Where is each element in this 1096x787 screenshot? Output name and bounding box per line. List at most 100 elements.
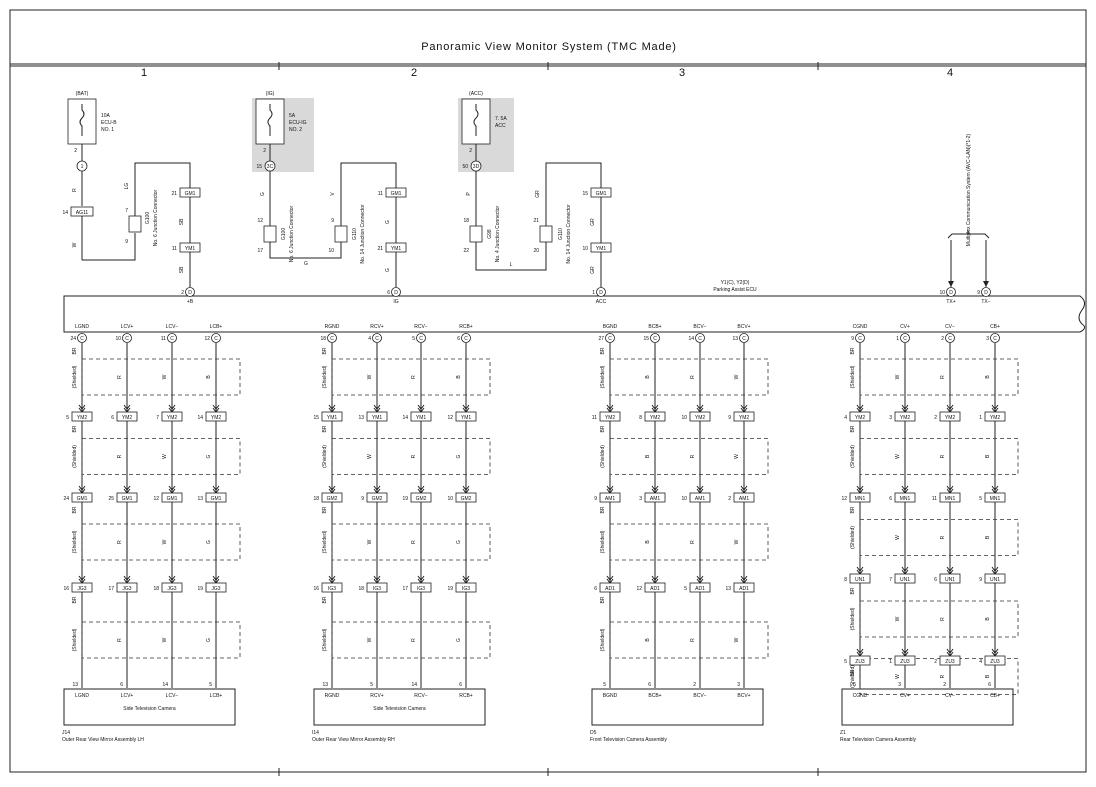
group-3-device-pin-3: 2 (693, 682, 696, 688)
group-2-shield-label-2: (Shielded) (322, 445, 328, 468)
connector-ag11-pin: 14 (62, 210, 68, 216)
group-1-seg-3-color-2: R (117, 540, 123, 544)
ecu-power-pin-2-num: 6 (387, 290, 390, 296)
junction-4 (469, 225, 483, 243)
group-4-device-label-1: CGND (853, 693, 868, 699)
group-4-stage-4-conn-3 (939, 655, 961, 666)
connector-ym1-acc-pin: 10 (582, 246, 588, 252)
group-3-stage-3-chev-3 (696, 575, 704, 581)
group-2-stage-2-conn-2-label: GM2 (372, 496, 383, 502)
group-4-stage-4-conn-2 (894, 655, 916, 666)
group-4-ecu-pin-1-label: CGND (853, 324, 868, 330)
group-2-stage-2-conn-3 (410, 492, 432, 503)
group-1-stage-3-pin-4: 19 (197, 586, 203, 592)
group-1-seg-4-gnd-color: BR (72, 596, 78, 603)
group-4-stage-2-conn-4-label: MN1 (990, 496, 1001, 502)
fuse-1-name: ECU-B (101, 120, 117, 126)
group-4-ecu-pin-4 (990, 333, 1000, 343)
diagram-title: Panoramic View Monitor System (TMC Made) (421, 41, 677, 53)
group-4-seg-4-gnd-color: BR (850, 587, 856, 594)
group-4-stage-2-pin-2: 6 (889, 496, 892, 502)
group-4-stage-1-pin-3: 2 (934, 415, 937, 421)
group-3-stage-3-pin-4: 13 (725, 586, 731, 592)
group-4-device-label-3: CV− (945, 693, 955, 699)
junction-5-bottom: 20 (533, 248, 539, 254)
group-1-device-name: Outer Rear View Mirror Assembly LH (62, 737, 144, 743)
group-2-device-label-2: RCV+ (370, 693, 384, 699)
group-3-ecu-pin-2-num: 15 (643, 336, 649, 342)
group-1-stage-1-chev-4 (212, 404, 220, 410)
group-4-seg-5-color-3: R (940, 674, 946, 678)
group-3-device-label-4: BCV+ (737, 693, 750, 699)
group-2-ecu-pin-2 (372, 333, 382, 343)
group-4-stage-3-pin-3: 6 (934, 577, 937, 583)
zone-label-3: 3 (679, 67, 685, 79)
group-4-stage-2-conn-3-label: MN1 (945, 496, 956, 502)
group-4-device-pin-1: 5 (853, 682, 856, 688)
group-2-ecu-pin-4 (461, 333, 471, 343)
junction-2 (263, 225, 277, 243)
group-3-stage-1-conn-3-label: YM2 (695, 415, 706, 421)
group-1-seg-2-color-2: R (117, 454, 123, 458)
group-3-stage-2-chev-4 (740, 485, 748, 491)
ecu-name: Parking Assist ECU (713, 287, 757, 293)
junction-5-name: No. 14 Junction Connector (566, 204, 572, 264)
group-1-seg-2-gnd-color: BR (72, 425, 78, 432)
group-1-ecu-pin-4-conn: C (214, 336, 218, 342)
group-3-device-pin-2: 6 (648, 682, 651, 688)
group-3-seg-4-color-2: B (645, 638, 651, 642)
tx-minus-arrow (983, 281, 989, 287)
group-1-ecu-pin-4-label: LCB+ (210, 324, 223, 330)
fuse-3-connector-label: 3D (473, 164, 480, 170)
group-2-stage-1-pin-1: 15 (313, 415, 319, 421)
ecu-power-pin-4-conn: D (949, 290, 953, 296)
group-1-stage-3-pin-1: 16 (63, 586, 69, 592)
group-3-stage-2-chev-3 (696, 485, 704, 491)
group-2-seg-3-gnd-color: BR (322, 506, 328, 513)
ecu-power-pin-4-label: TX+ (946, 299, 955, 305)
group-1-shield-label-1: (Shielded) (72, 365, 78, 388)
group-3-stage-3-chev-2 (651, 575, 659, 581)
group-2-seg-2-color-3: R (411, 454, 417, 458)
group-4-stage-4-conn-1-label: ZU3 (855, 659, 865, 665)
group-2-stage-2-chev-1 (328, 485, 336, 491)
group-4-seg-2-gnd-color: BR (850, 425, 856, 432)
group-3-shield-label-2: (Shielded) (600, 445, 606, 468)
group-4-shield-label-4: (Shielded) (850, 607, 856, 630)
group-4-device-pin-3: 2 (943, 682, 946, 688)
group-2-ecu-pin-2-conn: C (375, 336, 379, 342)
group-4-stage-4-chev-1 (856, 648, 864, 654)
group-1-ecu-pin-3 (167, 333, 177, 343)
group-1-stage-2-conn-4 (205, 492, 227, 503)
ecu-power-pin-5 (981, 287, 991, 297)
group-1-stage-1-pin-4: 14 (197, 415, 203, 421)
group-2-seg-3-color-4: G (456, 540, 462, 544)
group-4-seg-5-color-2: W (895, 674, 901, 679)
group-4-stage-3-chev-3 (946, 566, 954, 572)
group-3-device-label-2: BCB+ (648, 693, 661, 699)
group-4-seg-3-color-2: W (895, 535, 901, 540)
group-1-shield-4 (81, 621, 241, 659)
group-1-stage-3-conn-2 (116, 582, 138, 593)
group-3-shield-2 (609, 438, 769, 475)
group-1-stage-2-chev-3 (168, 485, 176, 491)
group-1-device-box (63, 688, 236, 726)
group-2-stage-3-conn-3 (410, 582, 432, 593)
connector-ym1-ig-label: YM1 (391, 246, 402, 252)
group-2-stage-3-conn-4-label: IG3 (462, 586, 470, 592)
group-2-seg-3-color-3: R (411, 540, 417, 544)
group-1-stage-3-conn-3-label: JG3 (167, 586, 176, 592)
fuse-1-source: (BAT) (76, 91, 89, 97)
group-4-seg-5-color-4: B (985, 674, 991, 678)
ecu-power-pin-3-num: 1 (592, 290, 595, 296)
wire-color-ig-e: G (385, 268, 391, 272)
junction-4-bottom: 22 (463, 248, 469, 254)
zone-label-1: 1 (141, 67, 147, 79)
wire-color-acc-d: L (510, 262, 513, 268)
group-2-stage-2-pin-4: 10 (447, 496, 453, 502)
group-1-ecu-pin-3-num: 11 (161, 336, 166, 342)
group-1-stage-1-conn-4-label: YM2 (211, 415, 222, 421)
group-4-shield-label-3: (Shielded) (850, 526, 856, 549)
